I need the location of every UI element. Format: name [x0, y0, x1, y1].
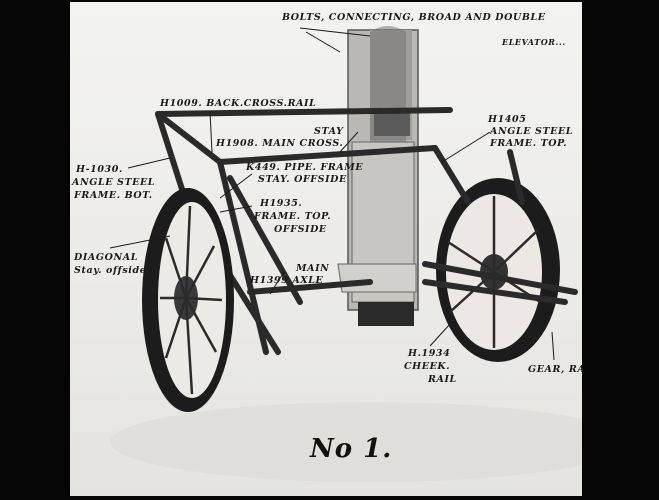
label-frame-bot-1: ANGLE STEEL — [72, 177, 156, 188]
label-diagonal-2: Stay. offside — [74, 265, 147, 276]
label-back-cross-rail: H1009. BACK.CROSS.RAIL — [160, 98, 317, 109]
elevator-housing — [337, 26, 419, 326]
label-frame-bot-code: H-1030. — [76, 164, 123, 175]
left-wheel — [142, 188, 234, 412]
label-frame-bot-2: FRAME. BOT. — [74, 190, 153, 201]
leader-lines — [109, 27, 555, 361]
label-cheek-rail-code: H.1934 — [408, 348, 451, 359]
plate-number: No 1. — [310, 434, 393, 464]
label-diagonal-1: DIAGONAL — [74, 252, 138, 263]
right-wheel — [436, 178, 560, 362]
label-frame-top-offside-1: FRAME. TOP. — [254, 211, 332, 222]
archival-photograph: BOLTS, CONNECTING, BROAD AND DOUBLE ELEV… — [70, 2, 582, 496]
machine-illustration — [109, 26, 582, 482]
ground-shadow — [110, 402, 582, 482]
label-cheek-rail-2: RAIL — [428, 374, 457, 385]
label-pipe-frame-1: K449. PIPE. FRAME — [246, 162, 364, 173]
label-angle-steel-top-code: H1405 — [488, 114, 527, 125]
label-bolts: BOLTS, CONNECTING, BROAD AND DOUBLE — [282, 12, 546, 23]
label-gear: GEAR, RA... — [528, 364, 582, 375]
label-cheek-rail-1: CHEEK. — [404, 361, 451, 372]
label-frame-top-offside-code: H1935. — [260, 198, 303, 209]
label-main-axle-1: MAIN — [296, 263, 330, 274]
label-frame-top-offside-2: OFFSIDE — [274, 224, 327, 235]
label-bolts-cont: ELEVATOR... — [502, 37, 566, 47]
label-angle-steel-top-2: FRAME. TOP. — [490, 138, 568, 149]
label-angle-steel-top-1: ANGLE STEEL — [490, 126, 574, 137]
label-pipe-frame-2: STAY. OFFSIDE — [258, 174, 347, 185]
label-main-axle-2: H1399 AXLE — [250, 275, 324, 286]
label-main-cross: H1908. MAIN CROSS. — [216, 138, 344, 149]
label-stay: STAY — [314, 126, 344, 137]
